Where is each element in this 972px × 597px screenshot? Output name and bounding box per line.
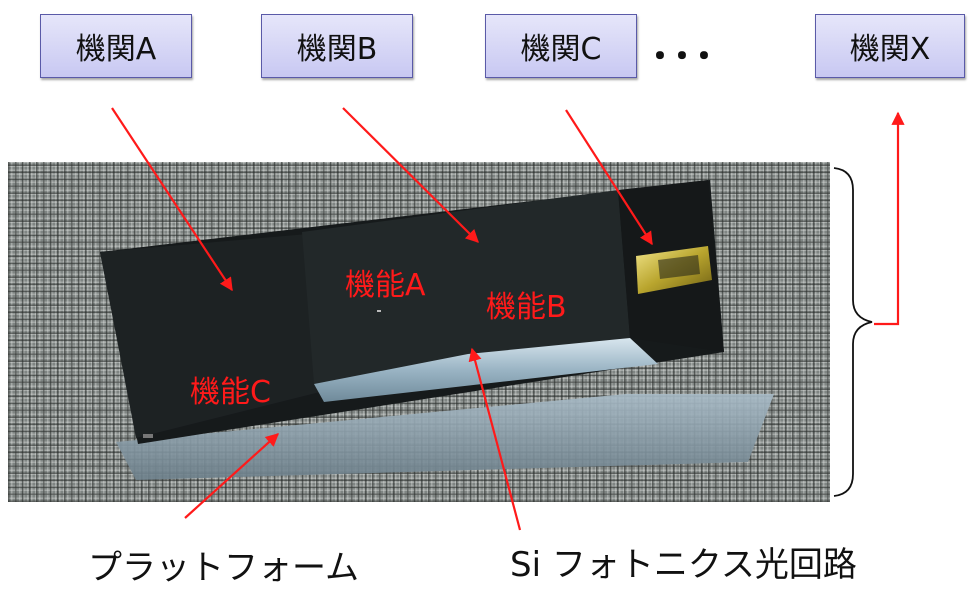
chip-illustration: [100, 180, 774, 480]
org-box-c: 機関C: [485, 14, 637, 78]
arrow-org-a-to-left-chip: [111, 107, 233, 292]
label-platform: プラットフォーム: [88, 548, 359, 588]
label-si-photonics: Si フォトニクス光回路: [510, 545, 857, 585]
platform-front: [116, 394, 774, 480]
si-chip: [302, 190, 630, 384]
arrow-org-b-to-si-chip: [342, 107, 479, 243]
org-box-b: 機関B: [261, 14, 413, 78]
function-label-c: 機能C: [190, 375, 271, 410]
chip-photo: [8, 162, 830, 502]
module-brace: [833, 167, 873, 497]
si-chip-ledge: [314, 338, 658, 402]
arrow-to-si-circuit: [468, 347, 522, 531]
ellipsis: ･･･: [650, 34, 716, 80]
arrow-to-platform: [184, 433, 279, 519]
org-box-x: 機関X: [815, 14, 965, 78]
org-box-a: 機関A: [40, 14, 192, 78]
arrow-org-c-to-connector: [565, 109, 653, 246]
function-label-a: 機能A: [345, 268, 426, 303]
left-chip: [100, 234, 320, 438]
function-label-b: 機能B: [486, 290, 567, 325]
arrow-module-to-org-x: [874, 111, 905, 326]
